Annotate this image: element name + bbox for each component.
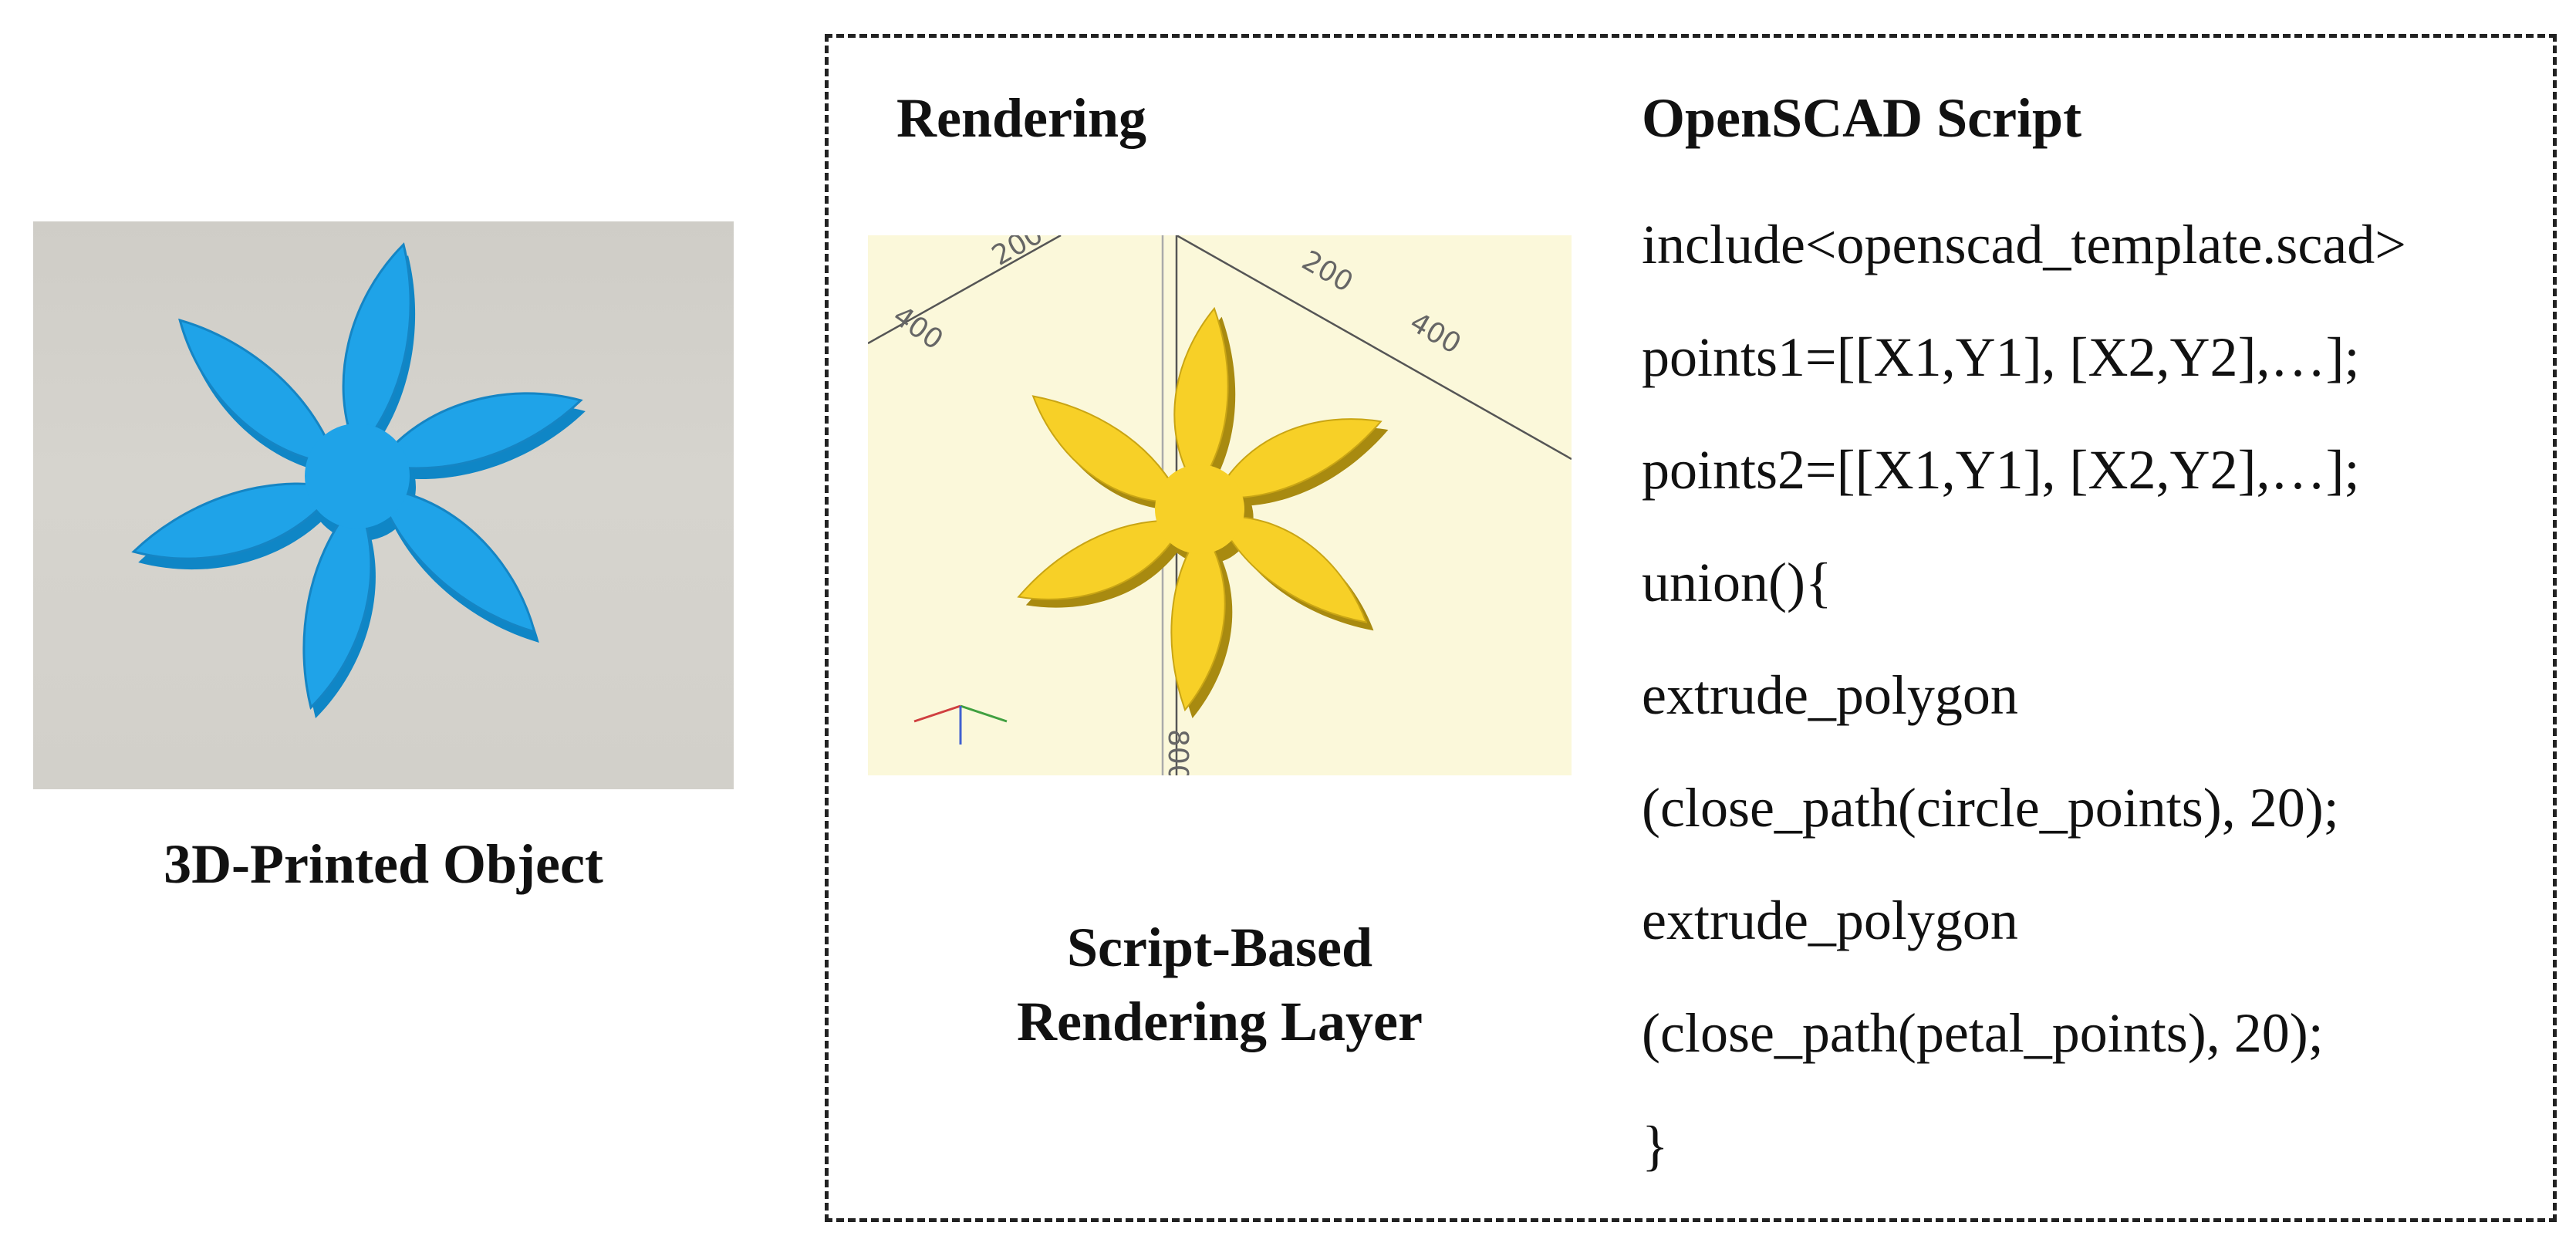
rendering-layer-caption: Script-Based Rendering Layer xyxy=(868,910,1572,1059)
code-line: include<openscad_template.scad> xyxy=(1642,214,2406,275)
axis-label-3: 400 xyxy=(1405,306,1467,360)
openscad-code-block: include<openscad_template.scad> points1=… xyxy=(1642,202,2406,1216)
rendering-heading: Rendering xyxy=(896,87,1146,149)
code-line: (close_path(circle_points), 20); xyxy=(1642,777,2339,839)
rendered-flower-image: 400 200 200 400 800 xyxy=(868,235,1572,775)
printed-object-photo xyxy=(33,221,734,789)
code-line: points1=[[X1,Y1], [X2,Y2],…]; xyxy=(1642,326,2360,388)
rendering-caption-line2: Rendering Layer xyxy=(1017,991,1423,1052)
axis-label-4: 800 xyxy=(1162,729,1193,775)
script-heading: OpenSCAD Script xyxy=(1642,87,2082,149)
code-line: union(){ xyxy=(1642,552,1832,613)
printed-object-caption: 3D-Printed Object xyxy=(164,833,603,895)
axis-label-2: 200 xyxy=(1297,245,1359,299)
openscad-render-preview: 400 200 200 400 800 xyxy=(868,235,1572,775)
code-line: extrude_polygon xyxy=(1642,664,2018,726)
script-pipeline-frame xyxy=(825,34,2557,1222)
code-line: points2=[[X1,Y1], [X2,Y2],…]; xyxy=(1642,439,2360,501)
rendering-caption-line1: Script-Based xyxy=(1067,917,1372,978)
printed-flower-image xyxy=(131,242,586,718)
code-line: } xyxy=(1642,1115,1669,1177)
axis-label-1: 200 xyxy=(987,235,1048,272)
code-line: extrude_polygon xyxy=(1642,890,2018,951)
axis-label-0: 400 xyxy=(887,300,949,356)
axis-gizmo-icon xyxy=(913,704,1008,745)
code-line: (close_path(petal_points), 20); xyxy=(1642,1002,2324,1064)
